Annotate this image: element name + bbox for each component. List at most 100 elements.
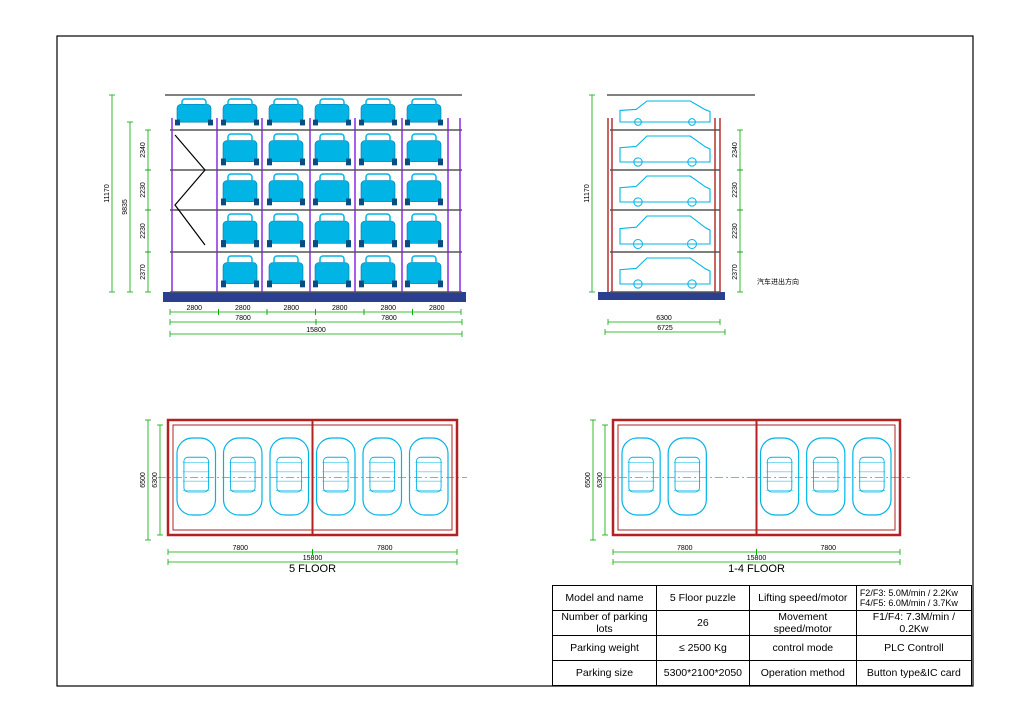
- car-wheel: [359, 280, 364, 288]
- spec-cell: F2/F3: 5.0M/min / 2.2Kw F4/F5: 6.0M/min …: [855, 585, 973, 611]
- car-body: [360, 140, 396, 162]
- car-body: [406, 262, 442, 284]
- dimension-text: 2370: [732, 264, 739, 280]
- car-top-body: [176, 437, 217, 516]
- car-top-body: [852, 437, 892, 516]
- ground-base: [163, 292, 466, 302]
- car-wheel: [392, 280, 397, 288]
- car-cabin: [273, 98, 299, 109]
- dimension-text: 2230: [732, 223, 739, 239]
- car-wheel: [346, 119, 351, 126]
- spec-cell: Number of parking lots: [551, 610, 658, 636]
- car-wheel: [687, 239, 697, 249]
- car-wheel: [359, 119, 364, 126]
- car-cabin: [365, 213, 391, 226]
- car-wheel: [405, 198, 410, 206]
- car-wheel: [300, 198, 305, 206]
- car-cabin: [411, 98, 437, 109]
- car-cabin: [411, 213, 437, 226]
- car-wheel: [208, 119, 213, 126]
- car-wheel: [633, 197, 643, 207]
- car-cabin: [227, 133, 253, 145]
- car-cabin: [319, 173, 345, 185]
- car-body: [360, 220, 396, 244]
- car-wheel: [405, 119, 410, 126]
- car-wheel: [346, 198, 351, 206]
- dimension-text: 6500: [585, 472, 592, 488]
- car-wheel: [221, 280, 226, 288]
- car-cabin: [273, 255, 299, 267]
- dimension-text: 7800: [677, 545, 693, 552]
- bracing: [174, 134, 206, 246]
- dimension-text: 2800: [332, 305, 348, 312]
- car-top-roof: [276, 456, 303, 493]
- car-top-body: [222, 437, 263, 516]
- car-top-body: [315, 437, 356, 516]
- dimension-text: 7800: [381, 315, 397, 322]
- car-wheel: [687, 197, 697, 207]
- car-top-body: [269, 437, 310, 516]
- car-wheel: [300, 158, 305, 166]
- car-wheel: [438, 119, 443, 126]
- car-body: [406, 103, 442, 123]
- car-wheel: [313, 158, 318, 166]
- ground-base: [598, 292, 725, 300]
- car-cabin: [365, 133, 391, 145]
- spec-cell: Button type&IC card: [855, 660, 973, 686]
- car-body: [222, 262, 258, 284]
- car-wheel: [175, 119, 180, 126]
- car-wheel: [254, 280, 259, 288]
- spec-cell: ≤ 2500 Kg: [656, 635, 750, 661]
- car-top-roof: [229, 456, 256, 493]
- car-body: [406, 180, 442, 202]
- car-wheel: [438, 280, 443, 288]
- car-wheel: [359, 240, 364, 248]
- car-wheel: [221, 198, 226, 206]
- car-top-roof: [183, 456, 210, 493]
- spec-cell: Parking weight: [551, 635, 658, 661]
- car-wheel: [359, 158, 364, 166]
- car-body: [406, 220, 442, 244]
- dimension-text: 15800: [306, 327, 326, 334]
- car-body: [406, 140, 442, 162]
- car-wheel: [267, 119, 272, 126]
- car-wheel: [346, 240, 351, 248]
- car-cabin: [319, 98, 345, 109]
- car-side-body: [619, 257, 711, 285]
- car-cabin: [181, 98, 207, 109]
- plan-title: 5 FLOOR: [289, 563, 336, 575]
- spec-cell: Parking size: [551, 660, 658, 686]
- dimension-text: 15800: [747, 555, 767, 562]
- car-top-roof: [859, 456, 885, 493]
- dimension-text: 7800: [232, 545, 248, 552]
- car-cabin: [365, 98, 391, 109]
- car-body: [360, 180, 396, 202]
- dimension-text: 2800: [429, 305, 445, 312]
- dimension-text: 6300: [152, 472, 159, 488]
- car-wheel: [438, 240, 443, 248]
- spec-cell: 5 Floor puzzle: [656, 585, 750, 611]
- car-top-body: [621, 437, 661, 516]
- dimension-text: 2800: [283, 305, 299, 312]
- car-cabin: [273, 173, 299, 185]
- car-wheel: [687, 157, 697, 167]
- car-wheel: [634, 118, 642, 126]
- car-wheel: [254, 240, 259, 248]
- car-wheel: [313, 198, 318, 206]
- spec-cell: Model and name: [551, 585, 658, 611]
- car-wheel: [346, 158, 351, 166]
- direction-note: 汽车进出方向: [757, 277, 799, 286]
- car-body: [314, 180, 350, 202]
- car-cabin: [411, 133, 437, 145]
- sheet-border: [56, 35, 974, 687]
- dimension-text: 6500: [140, 472, 147, 488]
- spec-cell: control mode: [748, 635, 857, 661]
- car-wheel: [254, 198, 259, 206]
- car-wheel: [392, 240, 397, 248]
- car-cabin: [411, 255, 437, 267]
- car-wheel: [633, 239, 643, 249]
